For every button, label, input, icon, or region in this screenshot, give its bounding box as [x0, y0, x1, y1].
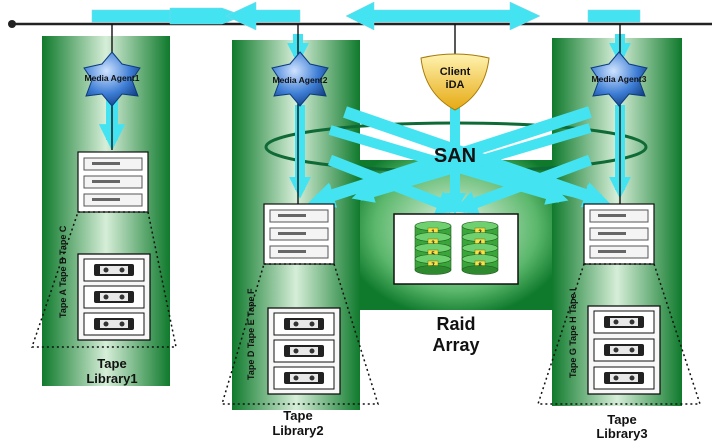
- client-ida: Client iDA: [420, 53, 490, 111]
- media-agent-2: Media Agent2: [271, 51, 329, 107]
- tape-cartridge-icon: [94, 264, 134, 276]
- media-agent-3: Media Agent3: [590, 51, 648, 107]
- library1-name-line2: Library1: [86, 371, 137, 386]
- disk-left-4: 7: [414, 254, 452, 271]
- tape-cartridge-icon: [604, 372, 644, 384]
- network-end-dot: [8, 20, 16, 28]
- raid-array-box: 1357 2468: [393, 213, 519, 285]
- library3-outline: [536, 263, 702, 405]
- disk-right-3: 6: [461, 243, 499, 260]
- tape-cartridge-icon: [284, 318, 324, 330]
- library2-tapes-label: Tape D Tape E Tape F: [246, 288, 256, 380]
- tape-cartridge-icon: [604, 316, 644, 328]
- tape-cartridge-icon: [604, 344, 644, 356]
- disk-right-2: 4: [461, 232, 499, 249]
- media-agent-1: Media Agent1: [83, 51, 141, 107]
- library2-outline: [220, 263, 380, 405]
- library2-name-line1: Tape: [283, 408, 312, 423]
- top-arrows: [91, 1, 641, 31]
- library3-name-line2: Library3: [596, 426, 647, 441]
- client-label-line1: Client: [440, 66, 471, 78]
- disk-stack-base: [461, 265, 499, 275]
- media-agent-1-label: Media Agent1: [85, 73, 140, 83]
- raid-name-line2: Array: [432, 335, 479, 355]
- raid-name-line1: Raid: [436, 314, 475, 334]
- media-agent-3-label: Media Agent3: [592, 74, 647, 84]
- tape-cartridge-icon: [94, 318, 134, 330]
- media-agent-2-icon: [271, 51, 329, 107]
- media-agent-1-icon: [83, 51, 141, 107]
- tape-cartridge-icon: [284, 345, 324, 357]
- client-icon: [420, 53, 490, 111]
- drive-stack-2: [263, 203, 335, 265]
- flow-arrows: [98, 34, 632, 215]
- media-agent-3-icon: [590, 51, 648, 107]
- disk-stack-left: 1357: [414, 221, 452, 275]
- library3-tapes-label: Tape G Tape H Tape I: [568, 288, 578, 378]
- tape-cartridges: [94, 264, 644, 384]
- disk-stack-base: [414, 265, 452, 275]
- tape-cartridge-icon: [284, 372, 324, 384]
- library1-name-line1: Tape: [97, 356, 126, 371]
- san-label: SAN: [434, 145, 476, 167]
- client-label-line2: iDA: [446, 79, 465, 91]
- drive-stack-1: [77, 151, 149, 213]
- media-agent-2-label: Media Agent2: [273, 75, 328, 85]
- library2-name-line2: Library2: [272, 423, 323, 438]
- library3-name-line1: Tape: [607, 412, 636, 427]
- library1-outline: [30, 211, 177, 348]
- tape-cartridge-icon: [94, 291, 134, 303]
- library1-tapes-label: Tape A Tape B Tape C: [58, 225, 68, 318]
- drive-stack-3: [583, 203, 655, 265]
- disk-stack-right: 2468: [461, 221, 499, 275]
